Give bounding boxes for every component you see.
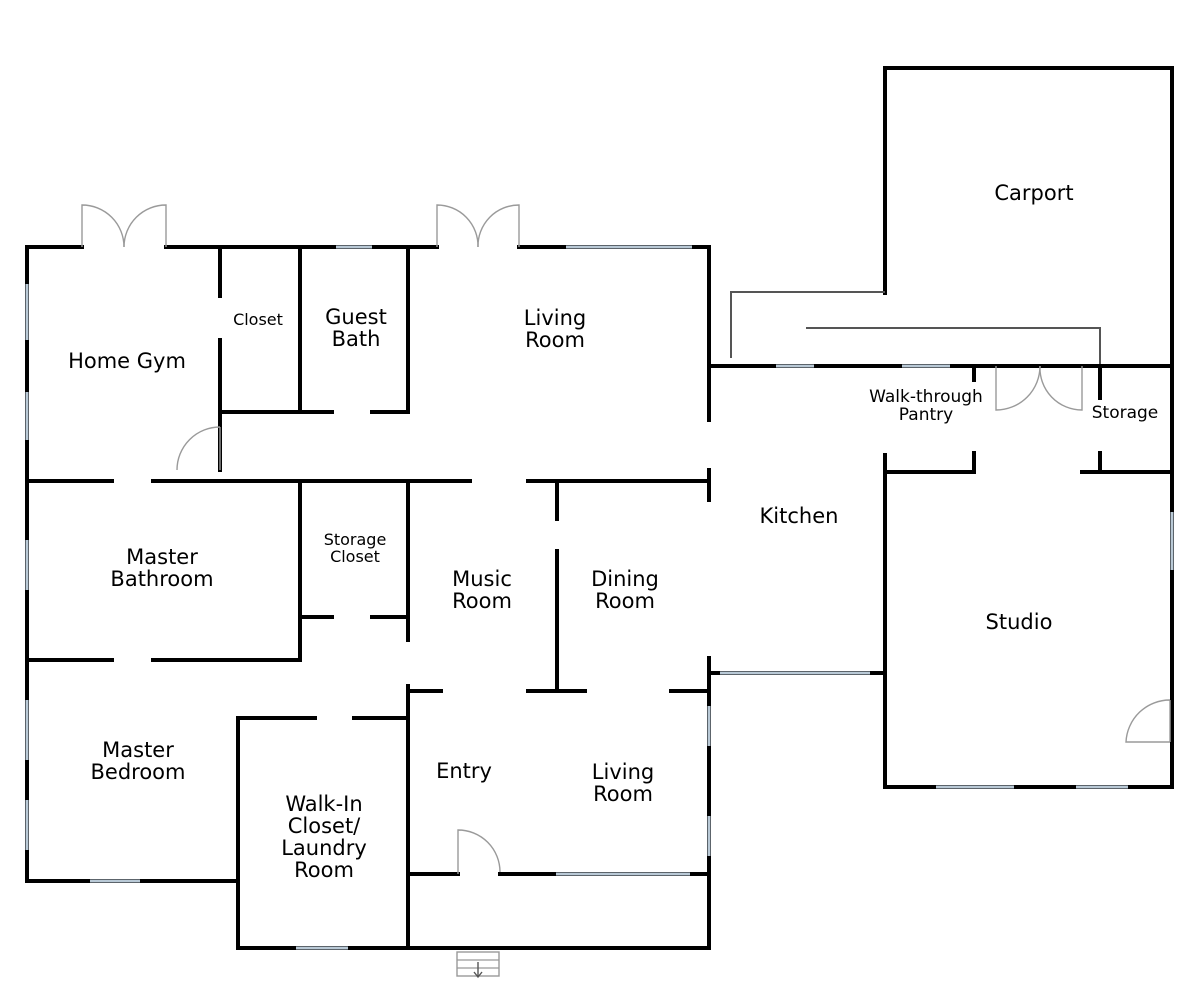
doors [81, 204, 1171, 874]
room-label-living-room-bottom: Living Room [591, 760, 655, 807]
room-label-storage-closet: Storage Closet [323, 530, 387, 566]
room-label-living-room-top: Living Room [523, 306, 587, 353]
room-label-music-room: Music Room [452, 567, 512, 614]
carport-outline [730, 66, 1174, 368]
room-label-studio: Studio [985, 610, 1053, 634]
room-label-master-bathroom: Master Bathroom [110, 545, 214, 592]
room-label-guest-bath: Guest Bath [325, 305, 387, 352]
room-label-carport: Carport [994, 181, 1074, 205]
room-label-storage: Storage [1091, 403, 1159, 423]
room-label-walk-through-pantry: Walk-through Pantry [869, 387, 983, 425]
room-label-dining-room: Dining Room [591, 567, 659, 614]
windows [25, 245, 1174, 950]
room-label-entry: Entry [436, 759, 492, 783]
front-steps [456, 951, 500, 979]
room-label-home-gym: Home Gym [68, 349, 186, 373]
room-label-master-bedroom: Master Bedroom [90, 738, 186, 785]
room-label-kitchen: Kitchen [759, 504, 839, 528]
room-label-walk-in-closet-laundry: Walk-In Closet/ Laundry Room [281, 792, 367, 883]
room-label-closet: Closet [233, 310, 283, 329]
